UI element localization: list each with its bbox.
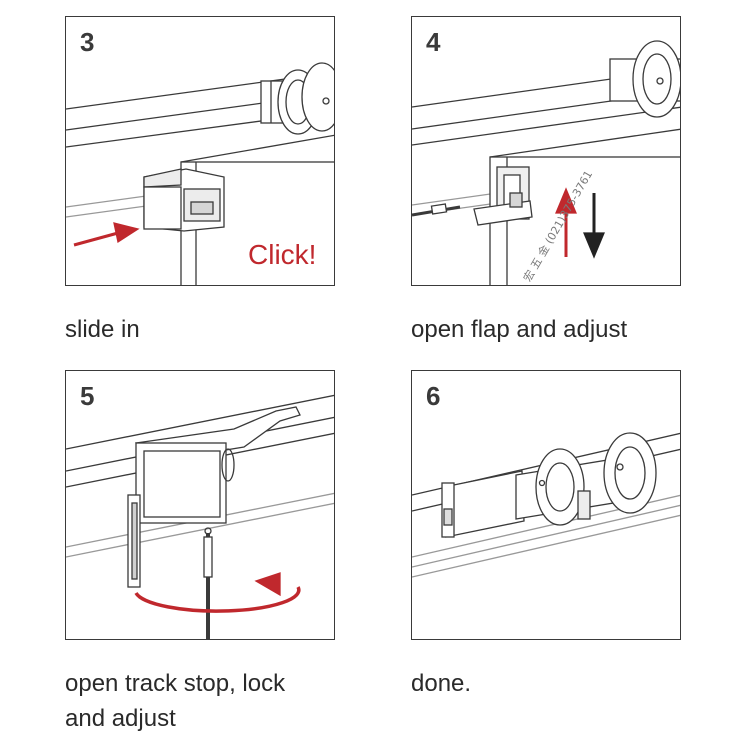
track-stop-assembled bbox=[441, 470, 525, 538]
step-4-caption: open flap and adjust bbox=[411, 312, 627, 347]
step-6-caption-line: done. bbox=[411, 670, 472, 697]
step-3-number: 3 bbox=[80, 27, 95, 57]
step-6-caption: done. bbox=[411, 666, 471, 701]
step-3-caption: slide in bbox=[65, 312, 140, 347]
roller-carriage bbox=[609, 40, 680, 118]
step-4-caption-line: open flap and adjust bbox=[411, 316, 628, 343]
step-5-illustration bbox=[66, 394, 334, 639]
roller-carriage bbox=[260, 62, 334, 135]
step-5-caption-line-1: open track stop, lock bbox=[65, 670, 286, 697]
stopper-block bbox=[143, 168, 225, 232]
step-3-illustration bbox=[66, 62, 334, 285]
step-6-panel: 6 bbox=[411, 370, 681, 640]
step-4-illustration bbox=[412, 40, 680, 285]
step-3-panel: 3 bbox=[65, 16, 335, 286]
screwdriver bbox=[412, 203, 461, 217]
down-arrow-icon bbox=[583, 193, 605, 259]
side-plate bbox=[127, 494, 141, 588]
roller-carriage bbox=[515, 432, 657, 526]
step-6-number: 6 bbox=[426, 381, 441, 411]
up-arrow-icon bbox=[555, 187, 577, 257]
step-4-panel: 4 bbox=[411, 16, 681, 286]
track-stop-lever bbox=[135, 406, 301, 524]
step-5-number: 5 bbox=[80, 381, 95, 411]
push-arrow-icon bbox=[73, 222, 140, 247]
screwdriver bbox=[203, 527, 213, 639]
step-6-illustration bbox=[412, 432, 680, 578]
step-5-caption: open track stop, lock and adjust bbox=[65, 666, 285, 736]
step-3-caption-line: slide in bbox=[65, 316, 140, 343]
step-4-number: 4 bbox=[426, 27, 441, 57]
step-5-caption-line-2: and adjust bbox=[65, 705, 176, 732]
click-callout: Click! bbox=[248, 239, 317, 270]
rotate-arrow-icon bbox=[134, 572, 301, 613]
step-5-panel: 5 bbox=[65, 370, 335, 640]
adjuster-flap bbox=[473, 166, 533, 226]
